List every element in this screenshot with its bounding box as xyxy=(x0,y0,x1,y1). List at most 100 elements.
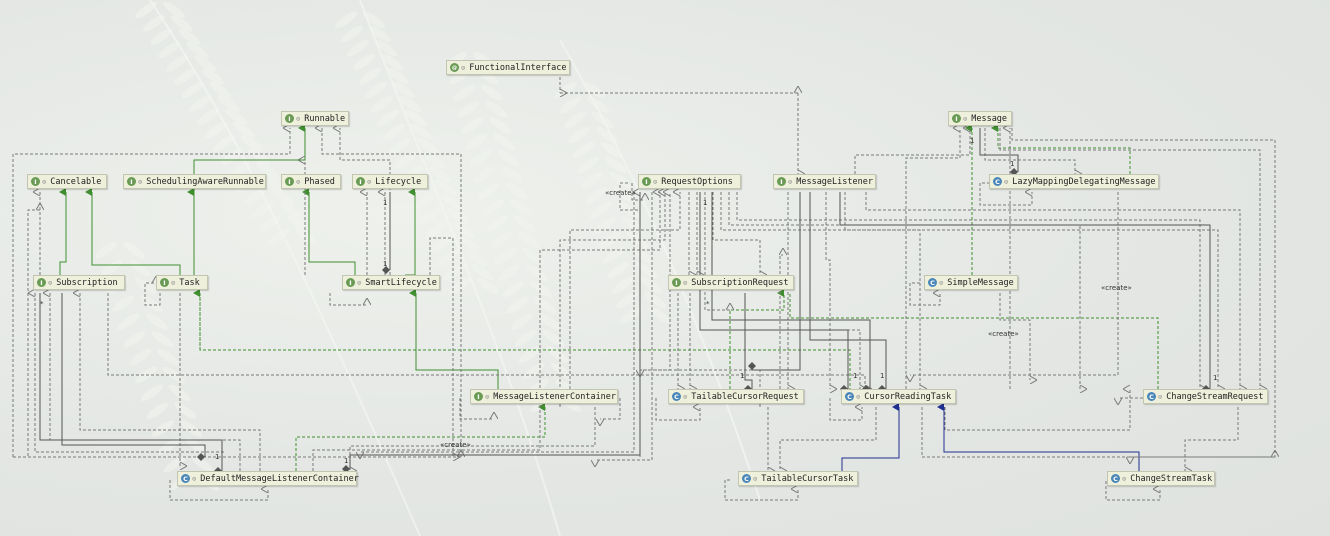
create-label: «create» xyxy=(1101,284,1132,292)
node-label: Lifecycle xyxy=(375,176,422,187)
extends-edge xyxy=(302,188,356,275)
node-label: Message xyxy=(971,113,1008,124)
dependency-edge xyxy=(50,293,241,471)
visibility-icon: ⊙ xyxy=(683,392,688,401)
node-label: TailableCursorRequest xyxy=(691,391,799,402)
dependency-edge xyxy=(736,192,1200,389)
node-message-listener[interactable]: I⊙MessageListener xyxy=(773,174,876,189)
node-label: LazyMappingDelegatingMessage xyxy=(1012,176,1156,187)
dependency-edge xyxy=(600,398,621,419)
extends-edge xyxy=(85,188,181,275)
dependency-edge xyxy=(854,128,971,174)
multiplicity-label: 1 xyxy=(880,372,885,380)
visibility-icon: ⊙ xyxy=(192,474,197,483)
node-message[interactable]: I⊙Message xyxy=(948,111,1012,126)
dependency-edge xyxy=(865,192,1240,389)
dependency-edge xyxy=(349,407,596,471)
node-label: Subscription xyxy=(56,277,118,288)
dependency-edge xyxy=(984,128,1075,174)
dependency-edge xyxy=(728,192,1080,389)
interface-icon: I xyxy=(127,177,136,186)
composition-edge xyxy=(711,192,871,393)
dependency-edge xyxy=(825,192,830,389)
implements-edge xyxy=(199,293,851,389)
dependency-edge xyxy=(999,128,1260,389)
visibility-icon: ⊙ xyxy=(485,392,490,401)
visibility-icon: ⊙ xyxy=(296,177,301,186)
composition-edge xyxy=(39,293,223,475)
node-label: TailableCursorTask xyxy=(761,473,854,484)
implements-edge xyxy=(789,293,1159,389)
node-scheduling-aware-runnable[interactable]: I⊙SchedulingAwareRunnable xyxy=(123,174,266,189)
dependency-edge xyxy=(107,293,865,389)
dependency-edge xyxy=(724,479,799,501)
extends-edge xyxy=(193,124,306,275)
dependency-edge xyxy=(459,398,494,420)
node-change-stream-task[interactable]: C⊙ChangeStreamTask xyxy=(1107,471,1215,486)
node-phased[interactable]: I⊙Phased xyxy=(281,174,341,189)
multiplicity-label: 1 xyxy=(383,199,388,207)
class-icon: C xyxy=(845,392,854,401)
node-request-options[interactable]: I⊙RequestOptions xyxy=(638,174,741,189)
dependency-edge xyxy=(921,407,1275,458)
node-default-message-listener-container[interactable]: C⊙DefaultMessageListenerContainer xyxy=(177,471,359,486)
node-label: Runnable xyxy=(304,113,346,124)
node-task[interactable]: I⊙Task xyxy=(156,275,208,290)
node-lazy-mapping-delegating-message[interactable]: C⊙LazyMappingDelegatingMessage xyxy=(989,174,1159,189)
multiplicity-label: 1 xyxy=(703,199,708,207)
node-functional-interface[interactable]: @⊙FunctionalInterface xyxy=(446,60,570,75)
multiplicity-label: 1 xyxy=(1213,374,1218,382)
node-lifecycle[interactable]: I⊙Lifecycle xyxy=(352,174,428,189)
multiplicity-label: 1 xyxy=(970,137,975,145)
node-tailable-cursor-task[interactable]: C⊙TailableCursorTask xyxy=(738,471,858,486)
dependency-edge xyxy=(944,389,1131,431)
node-cursor-reading-task[interactable]: C⊙CursorReadingTask xyxy=(841,389,956,404)
implements-edge xyxy=(295,403,546,471)
node-label: Phased xyxy=(304,176,335,187)
dependency-edge xyxy=(999,293,1030,380)
node-change-stream-request[interactable]: C⊙ChangeStreamRequest xyxy=(1143,389,1268,404)
visibility-icon: ⊙ xyxy=(1158,392,1163,401)
multiplicity-label: 1 xyxy=(215,453,220,461)
node-simple-message[interactable]: C⊙SimpleMessage xyxy=(924,275,1018,290)
interface-icon: I xyxy=(952,114,961,123)
dependency-edge xyxy=(905,128,961,389)
dependency-edge xyxy=(322,128,462,457)
visibility-icon: ⊙ xyxy=(357,278,362,287)
dependency-edge xyxy=(720,192,920,389)
node-subscription[interactable]: I⊙Subscription xyxy=(33,275,125,290)
visibility-icon: ⊙ xyxy=(1004,177,1009,186)
node-runnable[interactable]: I⊙Runnable xyxy=(281,111,349,126)
node-label: SimpleMessage xyxy=(947,277,1014,288)
node-label: MessageListener xyxy=(796,176,873,187)
node-label: ChangeStreamRequest xyxy=(1166,391,1264,402)
create-label: «create» xyxy=(988,330,1019,338)
node-cancelable[interactable]: I⊙Cancelable xyxy=(27,174,107,189)
visibility-icon: ⊙ xyxy=(939,278,944,287)
dependency-edge xyxy=(360,192,635,452)
visibility-icon: ⊙ xyxy=(42,177,47,186)
dependency-edge xyxy=(1184,407,1239,471)
node-smart-lifecycle[interactable]: I⊙SmartLifecycle xyxy=(342,275,440,290)
visibility-icon: ⊙ xyxy=(461,63,466,72)
dependency-edge xyxy=(780,255,783,389)
visibility-icon: ⊙ xyxy=(856,392,861,401)
multiplicity-label: 1 xyxy=(383,260,388,268)
class-icon: C xyxy=(181,474,190,483)
node-tailable-cursor-request[interactable]: C⊙TailableCursorRequest xyxy=(668,389,804,404)
visibility-icon: ⊙ xyxy=(296,114,301,123)
dependency-edge xyxy=(144,283,161,306)
composition-edge xyxy=(744,293,753,393)
interface-icon: I xyxy=(777,177,786,186)
class-icon: C xyxy=(1111,474,1120,483)
dependency-edge xyxy=(829,398,863,421)
interface-icon: I xyxy=(285,114,294,123)
dependency-edge xyxy=(844,192,1218,389)
node-label: MessageListenerContainer xyxy=(493,391,617,402)
extends-class-edge xyxy=(937,403,1140,471)
dependency-edge xyxy=(27,210,40,456)
node-message-listener-container[interactable]: I⊙MessageListenerContainer xyxy=(470,389,618,404)
node-subscription-request[interactable]: I⊙SubscriptionRequest xyxy=(668,275,794,290)
dependency-edge xyxy=(712,192,760,275)
